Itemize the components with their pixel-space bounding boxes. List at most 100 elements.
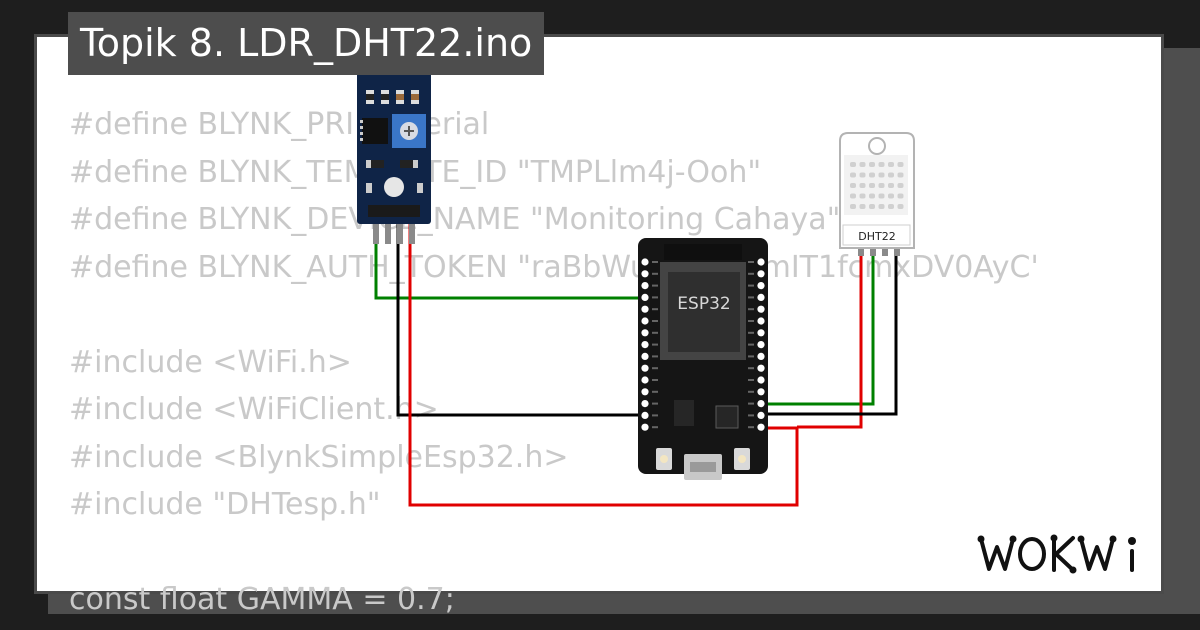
esp32-devkit-board[interactable]: ESP32 [638, 238, 768, 480]
esp32-pin-label-mark [652, 272, 658, 275]
esp32-pin-label-mark [748, 402, 754, 405]
led-indicator [384, 177, 404, 197]
esp32-chip-label: ESP32 [677, 294, 730, 314]
dht22-vent-hole [859, 183, 866, 188]
wire-ldr-signal[interactable] [374, 222, 645, 300]
esp32-pin-label-mark [748, 379, 754, 381]
dht22-vent-hole [850, 172, 856, 178]
esp32-left-pin-row [641, 258, 658, 431]
dht22-vent-hole [869, 193, 875, 199]
esp32-pin-label-mark [652, 402, 658, 405]
esp32-pin[interactable] [641, 352, 649, 360]
esp32-pin-label-mark [652, 331, 658, 334]
wire-ldr-ground[interactable] [396, 222, 645, 417]
wokwi-logo [977, 534, 1136, 574]
dht22-vent-hole [897, 162, 904, 167]
esp32-pin[interactable] [641, 376, 649, 384]
dht22-vent-hole [869, 172, 875, 178]
esp32-pin-label-mark [748, 414, 754, 417]
esp32-pin-label-mark [652, 261, 658, 263]
esp32-pin[interactable] [641, 305, 649, 313]
dht22-vent-hole [888, 183, 894, 188]
esp32-pin[interactable] [757, 364, 765, 372]
esp32-pin-label-mark [652, 355, 658, 358]
dht22-vent-grid [850, 162, 904, 209]
esp32-pin[interactable] [757, 352, 765, 360]
esp32-pin[interactable] [757, 329, 765, 337]
esp32-pin-label-mark [748, 284, 754, 287]
esp32-pin-label-mark [748, 343, 754, 346]
esp32-pin-label-mark [748, 331, 754, 334]
dht22-vent-hole [878, 204, 885, 209]
esp32-pin[interactable] [641, 388, 649, 396]
esp32-pin[interactable] [641, 293, 649, 301]
dht22-vent-hole [850, 183, 856, 188]
esp32-pin[interactable] [757, 400, 765, 408]
dht22-vent-hole [859, 193, 866, 199]
esp32-pin-label-mark [748, 390, 754, 393]
esp32-pin[interactable] [757, 293, 765, 301]
dht22-vent-hole [888, 204, 894, 209]
esp32-pin-label-mark [748, 261, 754, 263]
esp32-pin[interactable] [641, 411, 649, 419]
dht22-vent-hole [850, 162, 856, 167]
esp32-pin[interactable] [757, 388, 765, 396]
esp32-pin[interactable] [641, 282, 649, 290]
esp32-pin-label-mark [748, 296, 754, 299]
dht22-vent-hole [897, 204, 904, 209]
esp32-pin-label-mark [652, 296, 658, 299]
wire-dht-signal[interactable] [760, 248, 875, 406]
wire-ldr-power[interactable] [408, 222, 799, 507]
dht22-vent-hole [859, 172, 866, 178]
esp32-pin[interactable] [757, 423, 765, 431]
esp32-pin[interactable] [641, 258, 649, 266]
esp32-pin[interactable] [757, 258, 765, 266]
esp32-pin[interactable] [757, 270, 765, 278]
esp32-pin[interactable] [757, 282, 765, 290]
dht22-vent-hole [878, 193, 885, 199]
esp32-pin[interactable] [641, 341, 649, 349]
esp32-right-pin-row [748, 258, 765, 431]
wire-dht-ground[interactable] [760, 248, 898, 416]
esp32-pin[interactable] [757, 411, 765, 419]
dht22-vent-hole [859, 162, 866, 167]
dht22-vent-hole [850, 204, 856, 209]
esp32-pin-label-mark [652, 426, 658, 429]
dht22-vent-hole [869, 183, 875, 188]
esp32-pin-label-mark [748, 426, 754, 429]
esp32-pin-label-mark [652, 343, 658, 346]
dht22-vent-hole [897, 183, 904, 188]
esp32-pin[interactable] [641, 270, 649, 278]
esp32-pin-label-mark [748, 308, 754, 311]
esp32-pin[interactable] [757, 305, 765, 313]
dht22-vent-hole [878, 172, 885, 178]
esp32-pin[interactable] [641, 400, 649, 408]
project-title[interactable]: Topik 8. LDR_DHT22.ino [68, 12, 545, 75]
esp32-pin-label-mark [748, 367, 754, 370]
dht22-vent-hole [897, 193, 904, 199]
dht22-vent-hole [869, 204, 875, 209]
esp32-pin-label-mark [652, 390, 658, 393]
dht22-vent-hole [888, 193, 894, 199]
esp32-pin[interactable] [757, 317, 765, 325]
esp32-pin-label-mark [748, 320, 754, 322]
esp32-pin[interactable] [641, 329, 649, 337]
esp32-pin[interactable] [641, 423, 649, 431]
esp32-pin-label-mark [652, 367, 658, 370]
esp32-pin[interactable] [641, 364, 649, 372]
wire-dht-power[interactable] [797, 248, 863, 429]
esp32-pin[interactable] [757, 341, 765, 349]
esp32-pin-label-mark [652, 308, 658, 311]
dht22-label: DHT22 [858, 230, 895, 243]
dht22-vent-hole [878, 183, 885, 188]
esp32-pin-label-mark [652, 320, 658, 322]
esp32-pin[interactable] [641, 317, 649, 325]
esp32-pin-label-mark [652, 379, 658, 381]
esp32-pin[interactable] [757, 376, 765, 384]
dht22-vent-hole [869, 162, 875, 167]
dht22-vent-hole [888, 162, 894, 167]
dht22-sensor[interactable]: DHT22 [839, 132, 915, 256]
esp32-pin-label-mark [652, 284, 658, 287]
esp32-pin-label-mark [748, 272, 754, 275]
